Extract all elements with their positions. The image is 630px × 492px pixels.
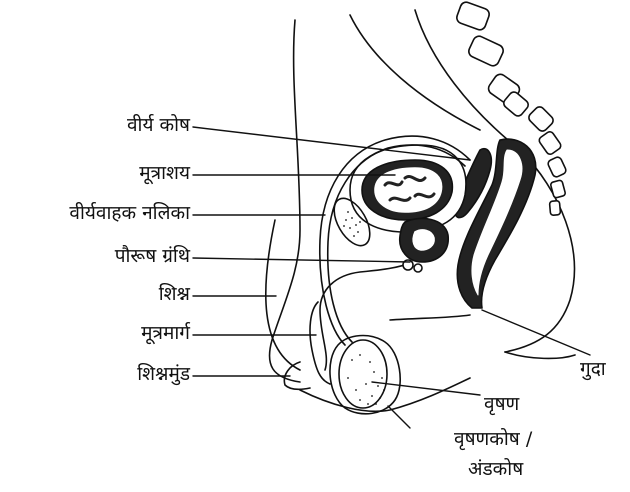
label-penis: शिश्न bbox=[159, 285, 190, 304]
front-outline bbox=[269, 20, 300, 382]
label-vas-deferens: वीर्यवाहक नलिका bbox=[69, 204, 190, 223]
label-prostate: पौरूष ग्रंथि bbox=[115, 247, 190, 266]
perineum-outline bbox=[390, 315, 470, 320]
label-seminal-vesicle: वीर्य कोष bbox=[127, 116, 190, 135]
label-testis: वृषण bbox=[484, 395, 519, 414]
buttock-outline bbox=[505, 352, 575, 358]
leader-anus bbox=[482, 310, 590, 355]
leader-testis bbox=[372, 382, 480, 395]
label-glans: शिश्नमुंड bbox=[137, 365, 190, 384]
label-bladder: मूत्राशय bbox=[139, 164, 190, 183]
label-scrotum-line2: अंडकोष bbox=[468, 460, 523, 479]
label-anus: गुदा bbox=[580, 360, 606, 379]
leader-prostate bbox=[193, 258, 410, 262]
body-outline-inner bbox=[350, 15, 480, 130]
label-scrotum-line1: वृषणकोष / bbox=[454, 430, 532, 449]
label-urethra: मूत्रमार्ग bbox=[141, 324, 190, 343]
leader-scrotum bbox=[388, 406, 410, 428]
leader-seminal-vesicle bbox=[193, 127, 470, 160]
